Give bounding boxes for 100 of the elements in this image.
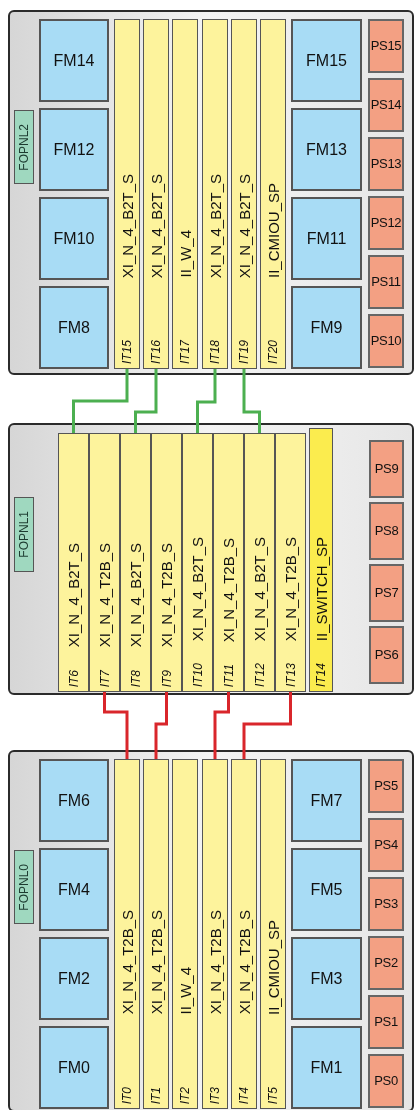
- module-box: FM6: [39, 759, 109, 842]
- cable-line: [213, 692, 230, 759]
- slot-number: IT6: [67, 669, 80, 687]
- card-name: II_CMIOU_SP: [265, 182, 281, 278]
- slot-number: IT18: [209, 340, 221, 364]
- slot-card: [244, 433, 275, 692]
- slot-number: IT14: [315, 663, 327, 687]
- supply-box: PS9: [369, 440, 404, 498]
- cable-line: [103, 692, 129, 759]
- slot-card: [114, 19, 140, 369]
- slot-card: [202, 759, 228, 1109]
- slot-card: [275, 433, 306, 692]
- card-name: XI_N_4_B2T_S: [236, 173, 252, 278]
- card-name: XI_N_4_T2B_S: [148, 910, 164, 1015]
- slot-card: [182, 433, 213, 692]
- chassis-panel: [8, 750, 414, 1110]
- module-box: FM12: [39, 108, 109, 191]
- slot-number: IT19: [238, 340, 250, 364]
- slot-card: [89, 433, 120, 692]
- slot-card: [213, 433, 244, 692]
- card-name: XI_N_4_B2T_S: [66, 543, 81, 648]
- slot-number: IT5: [267, 1086, 279, 1104]
- slot-number: IT15: [121, 340, 133, 364]
- slot-number: IT0: [121, 1086, 133, 1104]
- slot-card: [120, 433, 151, 692]
- slot-card: [143, 759, 169, 1109]
- slot-card: [172, 19, 198, 369]
- slot-number: IT4: [238, 1086, 250, 1104]
- module-box: FM4: [39, 848, 109, 931]
- slot-number: IT11: [222, 663, 235, 687]
- cable-line: [242, 369, 261, 433]
- card-name: XI_N_4_B2T_S: [190, 536, 205, 641]
- module-box: FM2: [39, 937, 109, 1020]
- supply-box: PS11: [368, 255, 404, 309]
- supply-box: PS0: [368, 1054, 404, 1108]
- slot-number: IT17: [179, 340, 191, 364]
- module-box: FM14: [39, 19, 109, 102]
- slot-number: IT20: [267, 340, 279, 364]
- card-name: XI_N_4_B2T_S: [252, 536, 267, 641]
- slot-card: [260, 759, 286, 1109]
- card-name: II_W_4: [177, 967, 193, 1015]
- slot-number: IT12: [253, 663, 266, 687]
- slot-number: IT3: [209, 1086, 221, 1104]
- slot-number: IT2: [179, 1086, 191, 1104]
- module-box: FM5: [291, 848, 362, 931]
- chassis-panel: [8, 10, 414, 375]
- chassis-panel: [8, 423, 414, 695]
- module-box: FM8: [39, 286, 109, 369]
- module-box: FM13: [291, 108, 362, 191]
- slot-number: IT10: [191, 663, 204, 687]
- slot-card: [114, 759, 140, 1109]
- slot-card: [143, 19, 169, 369]
- supply-box: PS6: [369, 626, 404, 684]
- slot-card: [231, 19, 257, 369]
- slot-card: [58, 433, 89, 692]
- card-name: XI_N_4_B2T_S: [128, 543, 143, 648]
- card-name: II_CMIOU_SP: [265, 919, 281, 1015]
- slot-card: [202, 19, 228, 369]
- supply-box: PS7: [369, 564, 404, 622]
- card-name: XI_N_4_B2T_S: [207, 173, 223, 278]
- supply-box: PS13: [368, 137, 404, 191]
- supply-box: PS15: [368, 19, 404, 73]
- slot-card: [151, 433, 182, 692]
- module-box: FM7: [291, 759, 362, 842]
- card-name: XI_N_4_T2B_S: [207, 910, 223, 1015]
- slot-card: [260, 19, 286, 369]
- panel-tag: FOPNL0: [14, 850, 34, 924]
- supply-box: PS5: [368, 759, 404, 813]
- slot-card: [231, 759, 257, 1109]
- slot-number: IT9: [160, 669, 173, 687]
- supply-box: PS10: [368, 314, 404, 368]
- card-name: XI_N_4_T2B_S: [283, 536, 298, 641]
- module-box: FM3: [291, 937, 362, 1020]
- slot-card: [309, 428, 333, 692]
- cable-line: [72, 369, 129, 433]
- card-name: XI_N_4_T2B_S: [119, 910, 135, 1015]
- card-name: XI_N_4_T2B_S: [221, 537, 236, 642]
- module-box: FM0: [39, 1026, 109, 1109]
- card-name: II_SWITCH_SP: [313, 536, 329, 641]
- supply-box: PS12: [368, 196, 404, 250]
- module-box: FM10: [39, 197, 109, 280]
- card-name: XI_N_4_B2T_S: [119, 173, 135, 278]
- supply-box: PS1: [368, 995, 404, 1049]
- slot-number: IT13: [284, 663, 297, 687]
- module-box: FM1: [291, 1026, 362, 1109]
- module-box: FM11: [291, 197, 362, 280]
- module-box: FM15: [291, 19, 362, 102]
- slot-number: IT1: [150, 1086, 162, 1104]
- supply-box: PS4: [368, 818, 404, 872]
- slot-number: IT16: [150, 340, 162, 364]
- panel-tag: FOPNL1: [14, 497, 34, 572]
- supply-box: PS8: [369, 502, 404, 560]
- supply-box: PS14: [368, 78, 404, 132]
- card-name: XI_N_4_T2B_S: [97, 543, 112, 648]
- cable-line: [242, 692, 292, 759]
- slot-number: IT7: [98, 669, 111, 687]
- cable-line: [196, 369, 217, 433]
- supply-box: PS2: [368, 936, 404, 990]
- slot-number: IT8: [129, 669, 142, 687]
- cable-line: [134, 369, 158, 433]
